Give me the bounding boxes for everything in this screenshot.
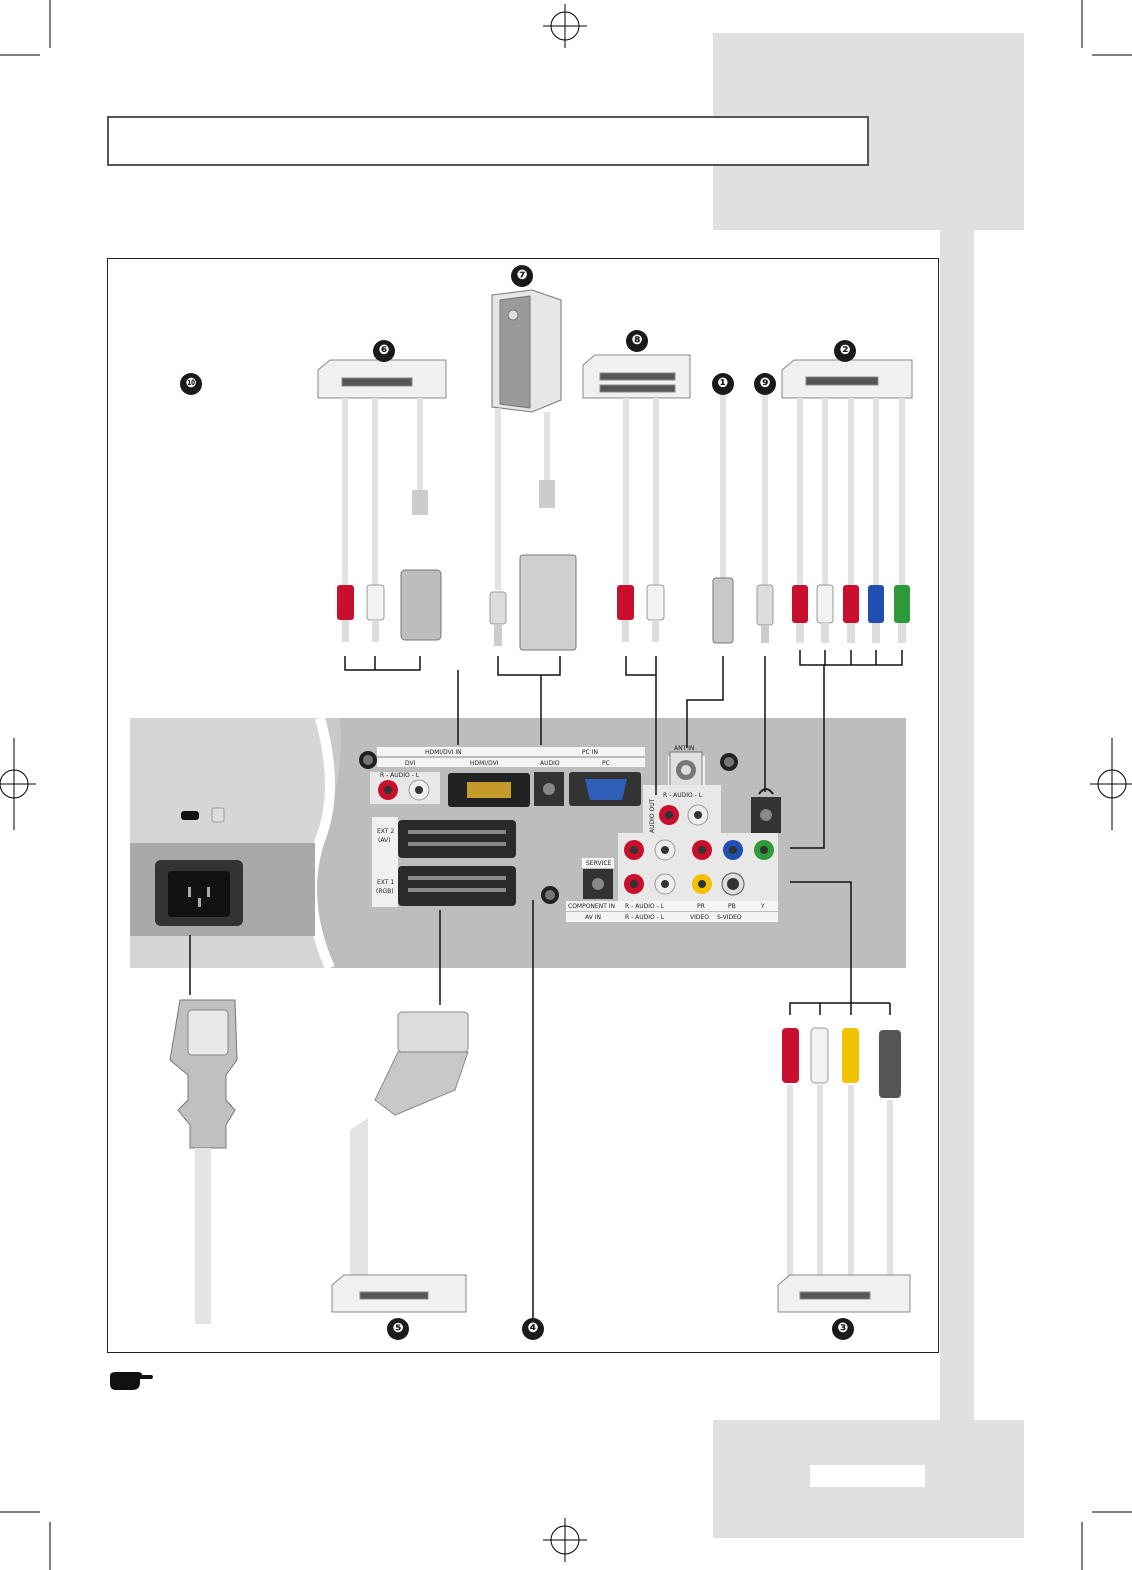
kensington-lock-icon (211, 807, 225, 823)
pointing-hand-icon (110, 1372, 153, 1390)
label-video: VIDEO (690, 914, 709, 921)
callout-3: ❸ (832, 1318, 854, 1340)
headphone-icon (758, 788, 774, 795)
label-pr: PR (697, 903, 705, 910)
device-8 (582, 354, 691, 399)
page-number-box (810, 1465, 925, 1487)
label-dvi-audio: R - AUDIO - L (380, 772, 420, 779)
callout-9: ❾ (754, 373, 776, 395)
label-audio-out: AUDIO OUT (649, 798, 656, 833)
label-ext1: EXT 1 (377, 879, 394, 886)
label-hdmi-dvi: HDMI/DVI (470, 760, 499, 767)
label-pc-in: PC IN (582, 749, 598, 756)
plugs-top (337, 480, 910, 651)
label-hdmi-dvi-in: HDMI/DVI IN (425, 749, 462, 756)
label-av-audio: R - AUDIO - L (625, 914, 665, 921)
power-plug (169, 999, 238, 1324)
tv-back-panel: HDMI/DVI IN DVI HDMI/DVI PC IN AUDIO PC … (130, 716, 906, 971)
label-dvi: DVI (405, 760, 416, 767)
callout-5: ❺ (387, 1318, 409, 1340)
label-y: Y (760, 903, 765, 910)
label-audio-out-rl: R - AUDIO - L (663, 792, 703, 799)
leader-lines (189, 650, 903, 1318)
callout-10: ❿ (180, 373, 202, 395)
label-pb: PB (728, 903, 736, 910)
callout-1: ❶ (712, 373, 734, 395)
label-comp-audio: R - AUDIO - L (625, 903, 665, 910)
label-ext2-sub: (AV) (378, 837, 391, 844)
callout-4: ❹ (522, 1318, 544, 1340)
av-plugs-bottom (782, 1027, 901, 1098)
callout-7: ❼ (511, 265, 533, 287)
side-strip-middle (940, 230, 974, 1420)
label-av-in: AV IN (585, 914, 601, 921)
label-service: SERVICE (586, 860, 612, 867)
label-ant-in: ANT IN (674, 745, 694, 752)
label-s-video: S-VIDEO (717, 914, 742, 921)
label-component-in: COMPONENT IN (568, 903, 615, 910)
callout-2: ❷ (834, 340, 856, 362)
device-2 (781, 359, 913, 399)
device-3 (777, 1274, 911, 1313)
label-pc: PC (602, 760, 610, 767)
kensington-slot (181, 811, 199, 820)
label-ext2: EXT 2 (377, 828, 394, 835)
device-6 (317, 359, 447, 399)
scart-plug (350, 1011, 469, 1285)
title-box (107, 116, 869, 166)
registration-mark-icon (0, 4, 1132, 1562)
device-5 (331, 1274, 467, 1313)
device-7-pc (491, 289, 562, 413)
scart-ext2 (398, 820, 516, 858)
callout-6: ❻ (373, 340, 395, 362)
label-ext1-sub: (RGB) (376, 888, 394, 895)
label-audio: AUDIO (540, 760, 560, 767)
callout-8: ❽ (626, 330, 648, 352)
scart-ext1 (398, 866, 516, 906)
